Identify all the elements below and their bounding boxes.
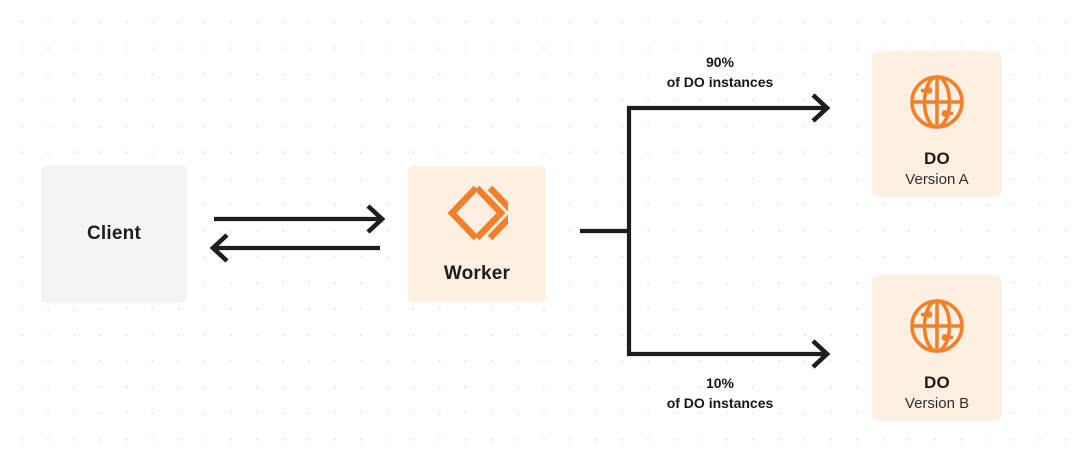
top-branch-label: 90% of DO instances	[614, 52, 826, 93]
top-branch-percent: 90%	[705, 54, 735, 70]
top-branch-caption: of DO instances	[666, 74, 774, 91]
do-a-subtitle: Version A	[905, 171, 969, 189]
arrow-worker-to-client	[209, 233, 380, 263]
client-node[interactable]: Client	[41, 165, 187, 303]
do-a-title: DO	[923, 149, 951, 168]
globe-icon	[908, 73, 966, 136]
worker-label: Worker	[443, 262, 511, 284]
arrow-client-to-worker	[214, 204, 386, 234]
do-node-version-a[interactable]: DO Version A	[872, 51, 1002, 197]
do-b-subtitle: Version B	[904, 395, 970, 413]
do-node-version-b[interactable]: DO Version B	[872, 275, 1002, 421]
worker-node[interactable]: Worker	[408, 166, 546, 302]
globe-icon	[908, 297, 966, 360]
arrow-to-do-b	[627, 339, 831, 369]
client-label: Client	[87, 223, 141, 244]
bottom-branch-caption: of DO instances	[666, 395, 774, 412]
arrow-to-do-a	[627, 93, 831, 123]
bottom-branch-percent: 10%	[705, 375, 735, 391]
do-b-title: DO	[923, 373, 951, 392]
cloudflare-workers-icon	[446, 184, 519, 247]
bottom-branch-label: 10% of DO instances	[614, 373, 826, 414]
